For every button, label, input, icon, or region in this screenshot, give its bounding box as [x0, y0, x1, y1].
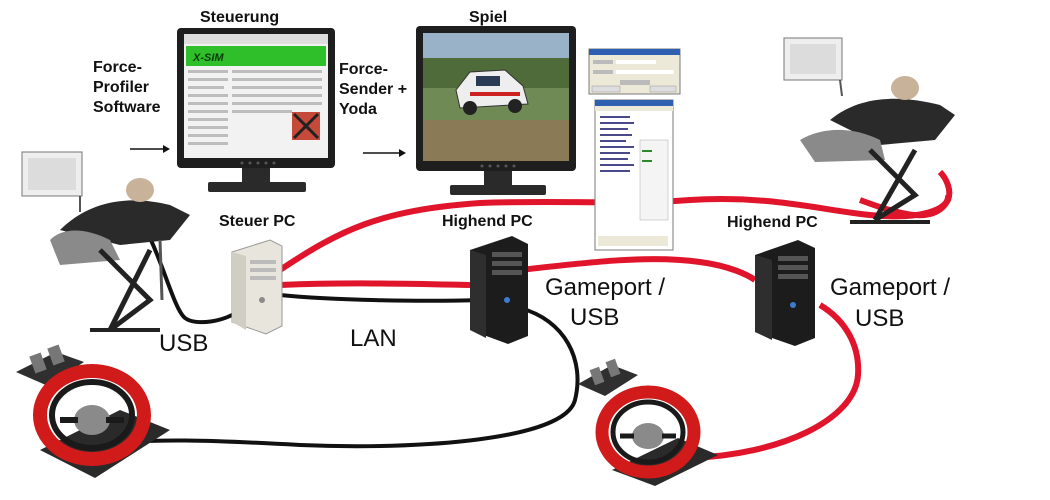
rally-car-image — [455, 69, 529, 115]
gameport-label-2: Gameport / USB — [830, 274, 950, 332]
red-cable-wheel-2 — [689, 302, 862, 461]
arrow-right-icon — [363, 149, 406, 157]
steuer-pc-label: Steuer PC — [219, 213, 296, 230]
steering-wheel-icon — [33, 364, 170, 478]
svg-text:Gameport /: Gameport / — [830, 274, 950, 301]
wheel-cable-1 — [99, 306, 580, 449]
pc-tower-icon — [231, 239, 283, 335]
svg-text:Sender +: Sender + — [339, 81, 407, 98]
motion-seat-icon — [783, 37, 955, 224]
monitor-icon — [416, 26, 576, 195]
svg-text:Force-: Force- — [93, 59, 142, 76]
software-window-icon — [588, 48, 681, 95]
monitor-icon: X-SIM — [177, 28, 335, 192]
arrow-right-icon — [130, 145, 170, 153]
xsim-logo: X-SIM — [192, 52, 224, 64]
pedals-icon — [578, 358, 638, 396]
gameport-label-1: Gameport / USB — [545, 274, 665, 331]
red-cable-pc-to-pc — [279, 280, 471, 288]
steering-wheel-icon — [595, 385, 718, 486]
usb-cable-left — [148, 237, 242, 325]
red-cable-right-seat — [858, 169, 953, 219]
highend-pc-label-1: Highend PC — [442, 213, 533, 230]
pedals-icon — [16, 344, 84, 386]
lan-label: LAN — [350, 325, 397, 352]
title-spiel: Spiel — [469, 9, 507, 26]
svg-text:Profiler: Profiler — [93, 79, 149, 96]
svg-text:USB: USB — [570, 304, 619, 331]
pc-tower-icon — [470, 236, 528, 344]
lan-cable — [279, 293, 481, 303]
force-profiler-label: Force- Profiler Software — [93, 59, 161, 116]
svg-text:Yoda: Yoda — [339, 101, 377, 118]
software-window-icon — [594, 99, 674, 251]
svg-text:Force-: Force- — [339, 61, 388, 78]
svg-text:Gameport /: Gameport / — [545, 274, 665, 301]
force-sender-label: Force- Sender + Yoda — [339, 61, 407, 118]
highend-pc-label-2: Highend PC — [727, 214, 818, 231]
usb-label: USB — [159, 330, 208, 357]
motion-seat-icon — [21, 151, 190, 332]
pc-tower-icon — [755, 240, 815, 346]
red-cable-gameport — [519, 256, 757, 283]
title-steuerung: Steuerung — [200, 9, 279, 26]
svg-text:Software: Software — [93, 99, 161, 116]
svg-text:USB: USB — [855, 305, 904, 332]
